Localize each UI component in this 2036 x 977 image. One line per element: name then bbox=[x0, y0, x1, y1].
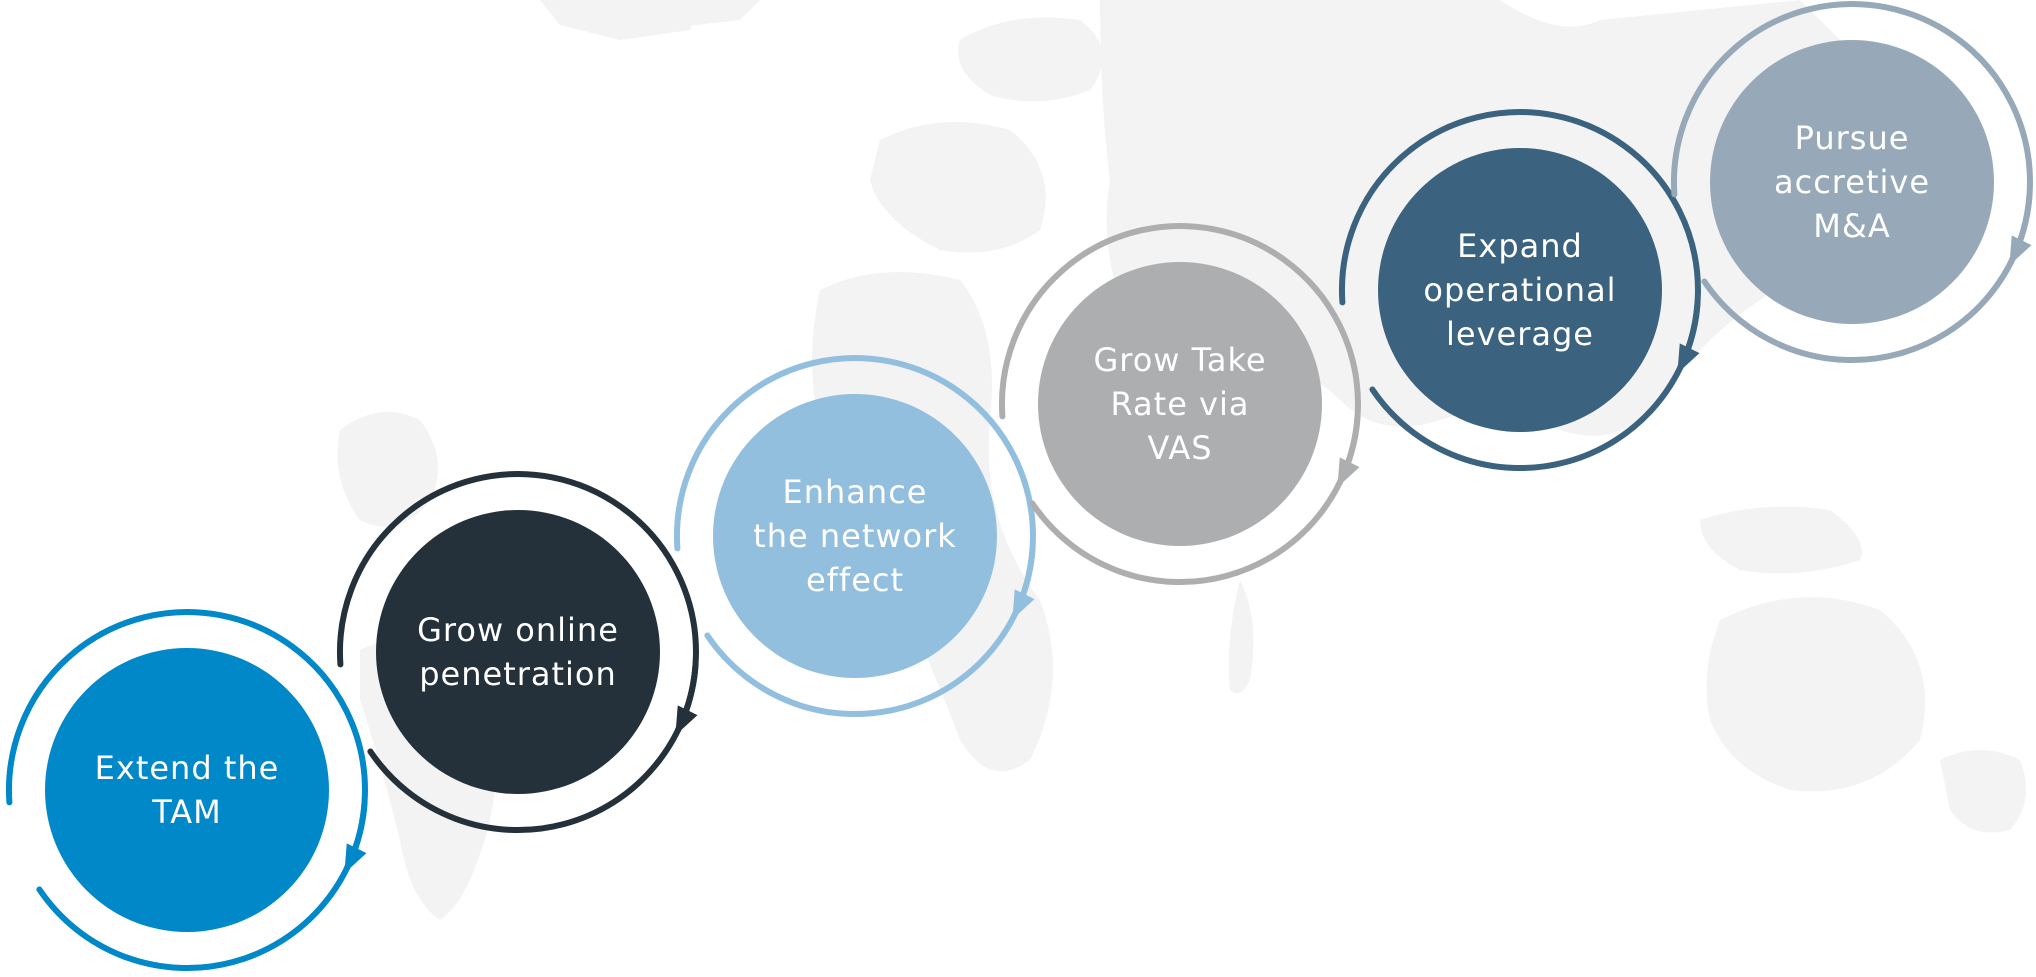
ring-arrow-upper bbox=[1670, 1, 2033, 263]
ring-arc-lower bbox=[1701, 191, 2033, 364]
step-circle bbox=[1038, 262, 1322, 546]
step-circle bbox=[1378, 148, 1662, 432]
step-label-line: operational bbox=[1423, 271, 1616, 309]
step-label-line: Grow Take bbox=[1093, 341, 1266, 379]
ring-arc-lower bbox=[1369, 299, 1701, 472]
ring-arc-lower bbox=[1029, 413, 1361, 586]
step-label-line: TAM bbox=[151, 793, 222, 831]
step-label-line: penetration bbox=[419, 655, 617, 693]
step-circle bbox=[1710, 40, 1994, 324]
step-expand-operational-leverage: Expand operational leverage bbox=[1338, 109, 1701, 472]
step-label-line: Rate via bbox=[1111, 385, 1250, 423]
step-label-line: M&A bbox=[1813, 207, 1890, 245]
step-label-line: the network bbox=[753, 517, 957, 555]
step-label-line: Expand bbox=[1457, 227, 1583, 265]
step-label-line: leverage bbox=[1446, 315, 1594, 353]
step-label-line: Pursue bbox=[1795, 119, 1910, 157]
ring-arrow-upper bbox=[5, 609, 368, 871]
step-label: Grow online penetration bbox=[417, 611, 619, 693]
step-circle bbox=[713, 394, 997, 678]
step-enhance-network-effect: Enhance the network effect bbox=[673, 355, 1036, 718]
ring-arc-lower bbox=[367, 661, 699, 834]
step-label-line: accretive bbox=[1774, 163, 1930, 201]
ring-arrow-upper bbox=[336, 471, 699, 733]
step-label: Expand operational leverage bbox=[1423, 227, 1616, 353]
step-label: Enhance the network effect bbox=[753, 473, 957, 599]
step-label-line: Grow online bbox=[417, 611, 619, 649]
step-circle bbox=[376, 510, 660, 794]
ring-arrow-upper bbox=[673, 355, 1036, 617]
ring-arrow-upper bbox=[998, 223, 1361, 485]
ring-arrow-upper bbox=[1338, 109, 1701, 371]
ring-arc-lower bbox=[36, 799, 368, 972]
ring-arc-lower bbox=[704, 545, 1036, 718]
step-label-line: effect bbox=[806, 561, 904, 599]
step-label-line: VAS bbox=[1147, 429, 1212, 467]
step-circle bbox=[45, 648, 329, 932]
step-grow-online-penetration: Grow online penetration bbox=[336, 471, 699, 834]
step-label-line: Enhance bbox=[783, 473, 928, 511]
step-label-line: Extend the bbox=[95, 749, 280, 787]
